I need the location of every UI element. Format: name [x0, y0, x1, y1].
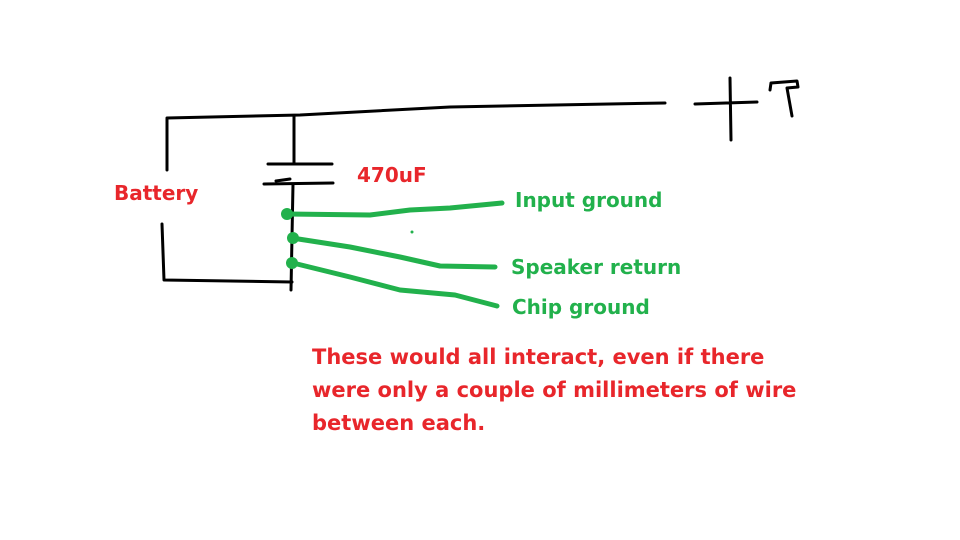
- chip-ground-wire: [290, 260, 500, 309]
- capacitor-plate-bottom: [262, 181, 335, 186]
- capacitor-plate-mark: [274, 177, 292, 183]
- ground-wires: [284, 200, 505, 309]
- chip-ground-label: Chip ground: [512, 295, 650, 319]
- ground-nodes: [281, 208, 414, 269]
- plus-sign: [693, 76, 759, 142]
- black-wires: [160, 76, 800, 292]
- stray-mark: [410, 230, 414, 234]
- annotation-note: These would all interact, even if there …: [312, 345, 797, 435]
- terminal-hook: [768, 79, 800, 118]
- battery-label: Battery: [114, 181, 199, 205]
- speaker-return-label: Speaker return: [511, 255, 682, 279]
- input-ground-node: [281, 208, 293, 220]
- capacitor-label: 470uF: [357, 163, 427, 187]
- battery-bottom-wire: [160, 222, 294, 284]
- input-ground-wire: [284, 200, 505, 218]
- speaker-return-wire: [289, 235, 498, 270]
- top-positive-wire: [165, 101, 667, 172]
- speaker-return-node: [287, 232, 299, 244]
- input-ground-label: Input ground: [515, 188, 663, 212]
- chip-ground-node: [286, 257, 298, 269]
